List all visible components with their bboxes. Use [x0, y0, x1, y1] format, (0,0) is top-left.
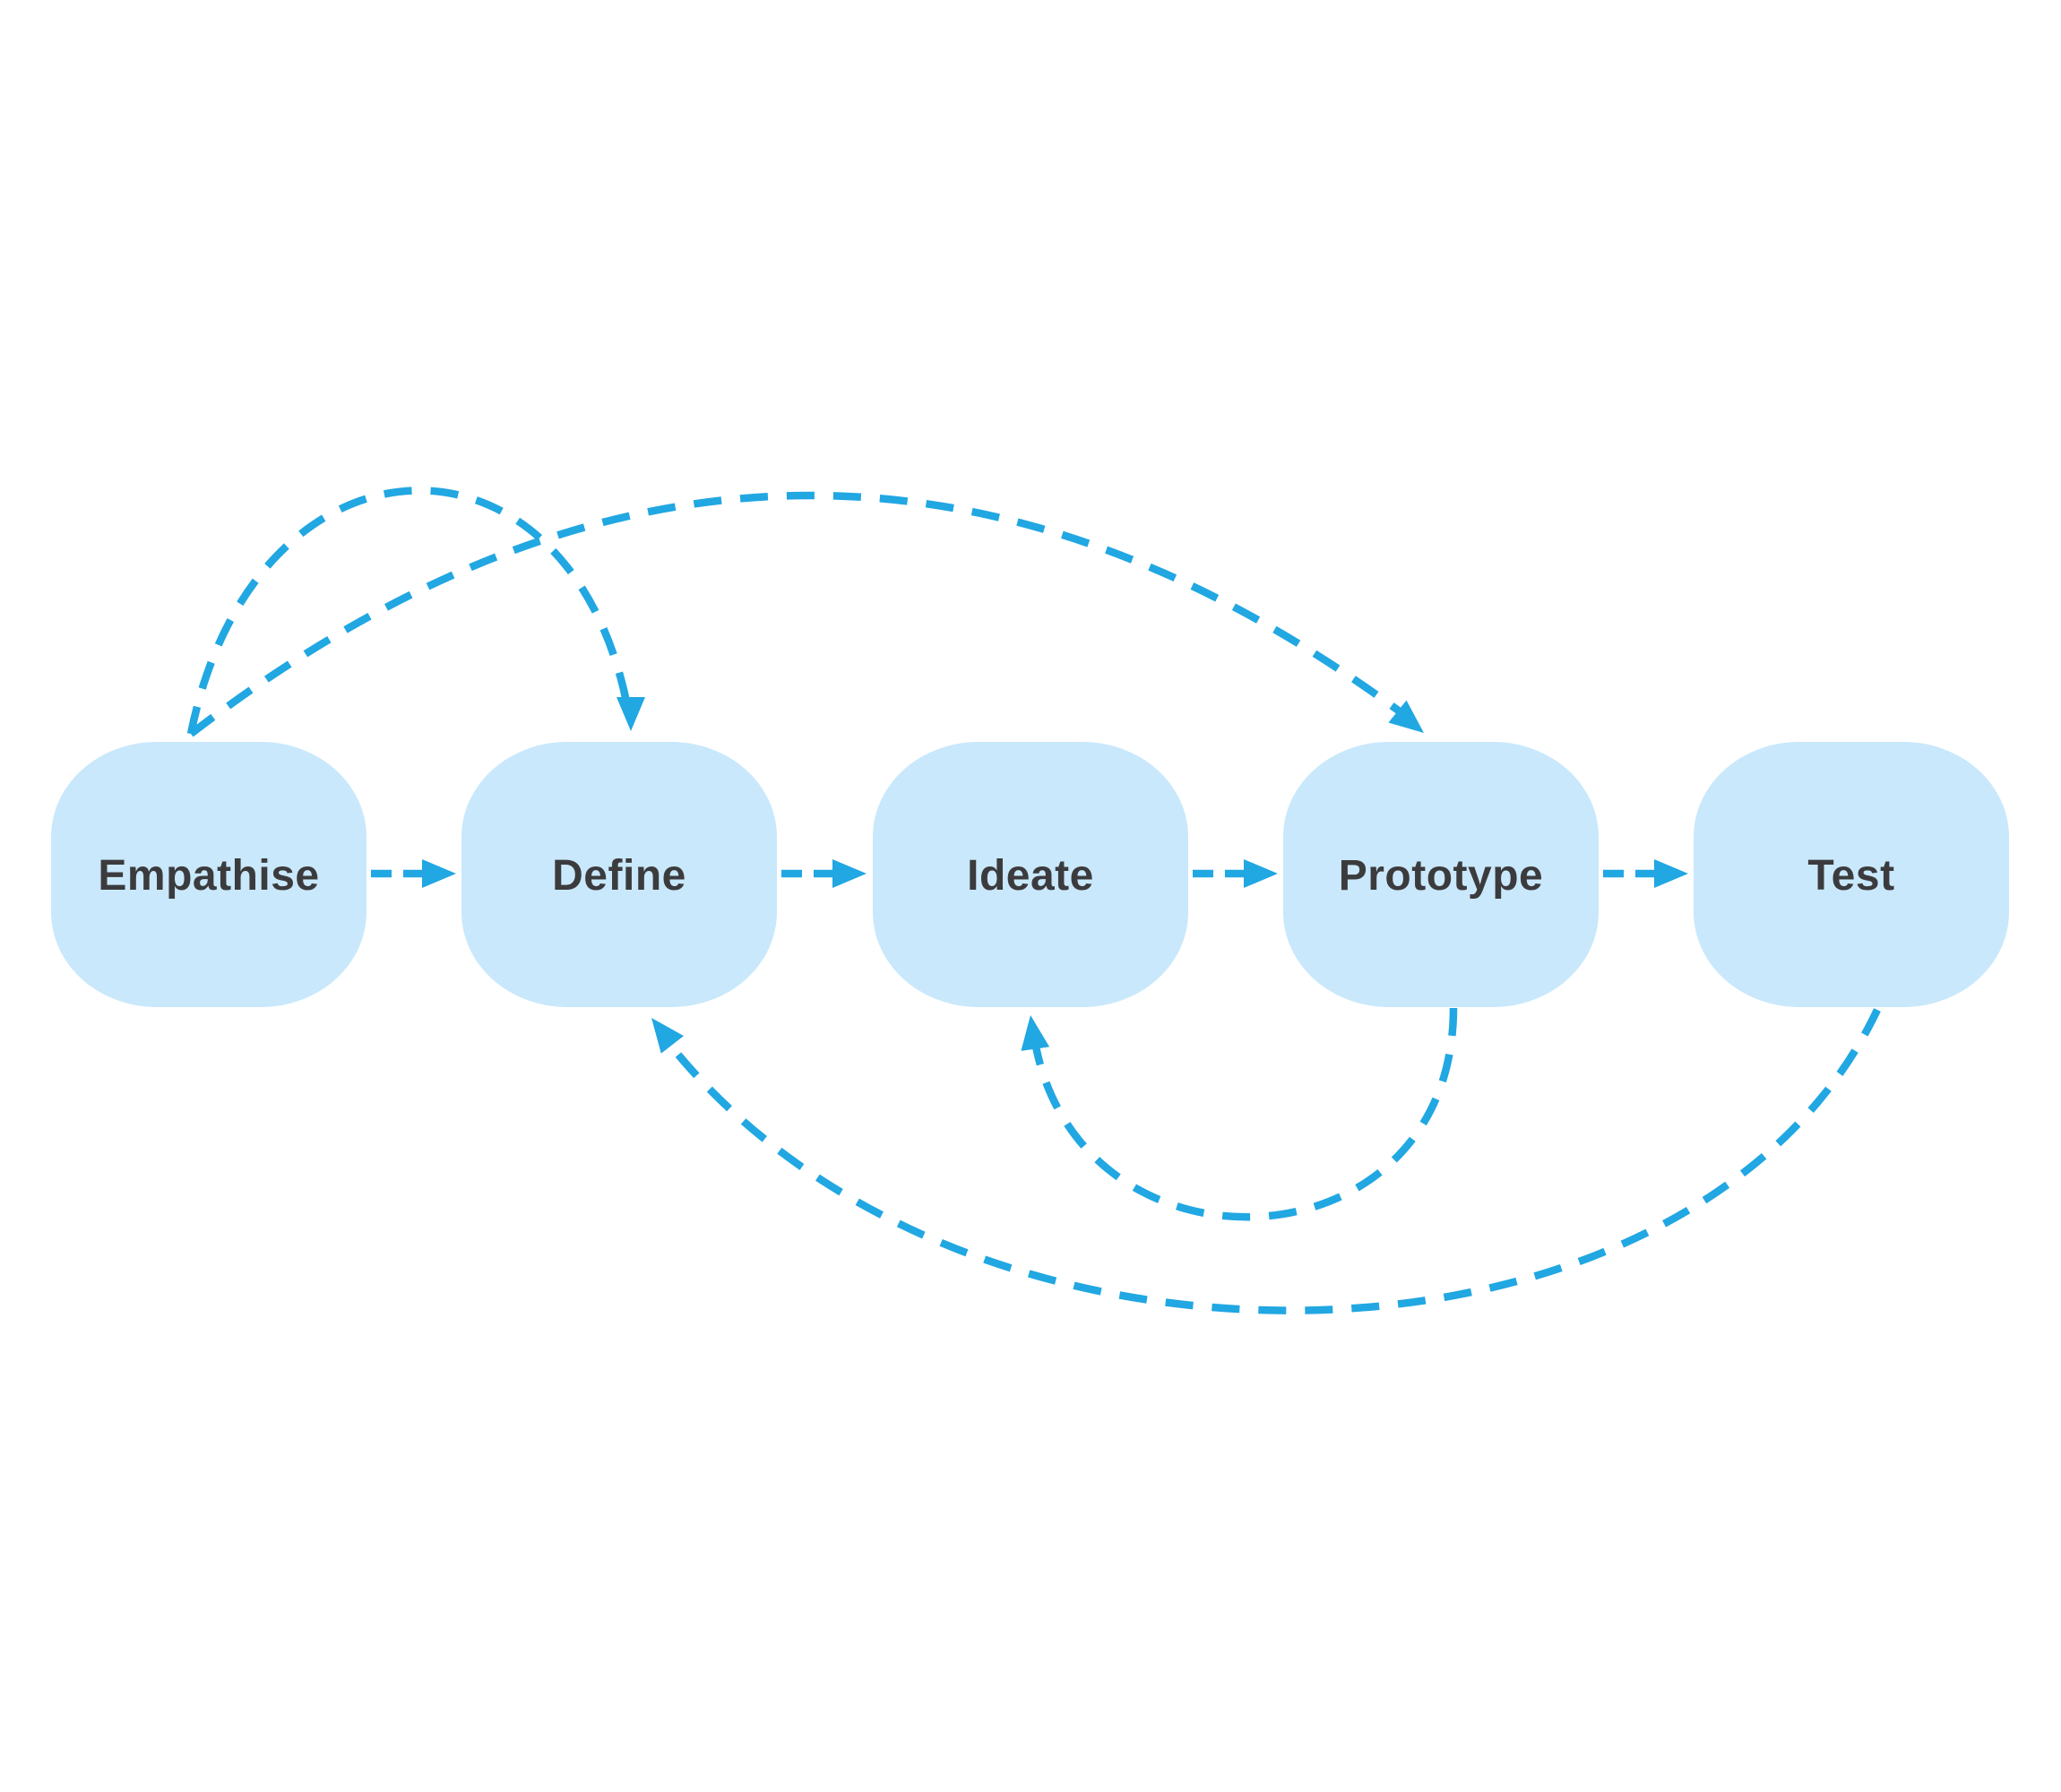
- arrowhead-into-prototype-top: [1388, 700, 1424, 733]
- arrowhead-into-ideate-bottom: [1021, 1015, 1050, 1051]
- arrowhead-into-prototype-left: [1244, 859, 1278, 888]
- node-label-define: Define: [552, 852, 686, 900]
- node-label-prototype: Prototype: [1339, 852, 1544, 900]
- edge-empathise-define-arc: [186, 487, 633, 735]
- arrowhead-into-test-left: [1654, 859, 1688, 888]
- node-define: [461, 742, 777, 1007]
- node-ideate: [873, 742, 1188, 1007]
- node-empathise: [51, 742, 366, 1007]
- arrowhead-into-ideate-left: [832, 859, 867, 888]
- arrowhead-into-define-top: [617, 697, 645, 731]
- edge-test-define-arc: [657, 1008, 1881, 1314]
- node-prototype: [1283, 742, 1599, 1007]
- arrowhead-into-define-bottom: [651, 1018, 685, 1054]
- node-label-test: Test: [1807, 852, 1894, 900]
- arrowhead-into-define-left: [422, 859, 456, 888]
- node-label-ideate: Ideate: [967, 852, 1094, 900]
- edge-prototype-ideate-arc: [1029, 1007, 1458, 1221]
- node-test: [1694, 742, 2009, 1007]
- node-label-empathise: Empathise: [98, 852, 319, 900]
- edge-empathise-prototype-arc: [188, 491, 1420, 737]
